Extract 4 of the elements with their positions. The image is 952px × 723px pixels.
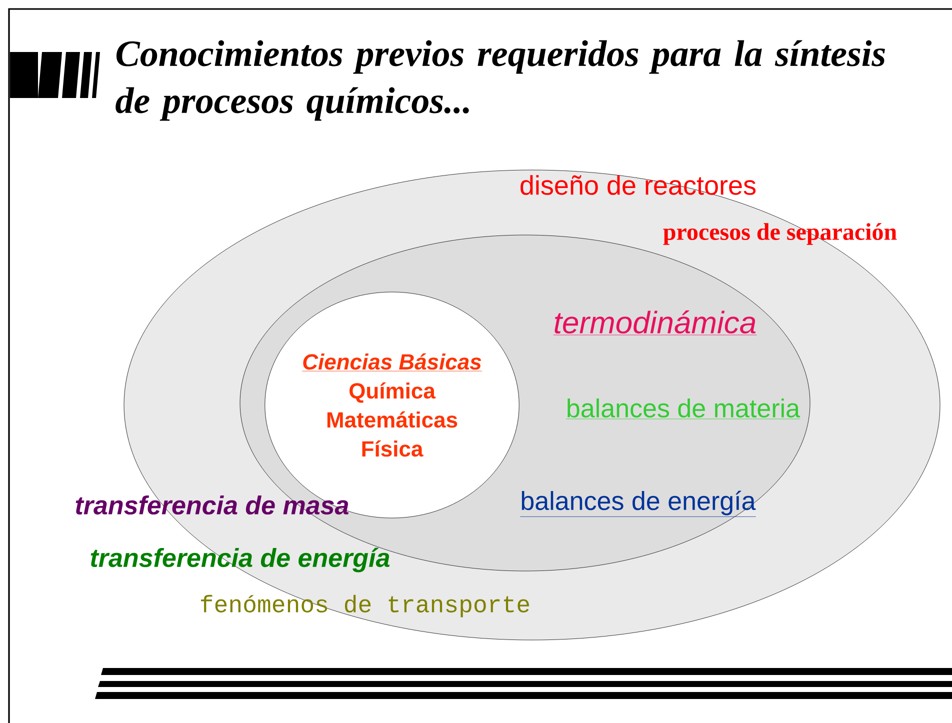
- slide-title: Conocimientos previos requeridos para la síntesis de procesos químicos...: [116, 40, 885, 121]
- topic-label: termodinámica: [553, 310, 757, 336]
- topic-label: balances de materia: [566, 398, 800, 420]
- topic-label: balances de energía: [520, 490, 756, 517]
